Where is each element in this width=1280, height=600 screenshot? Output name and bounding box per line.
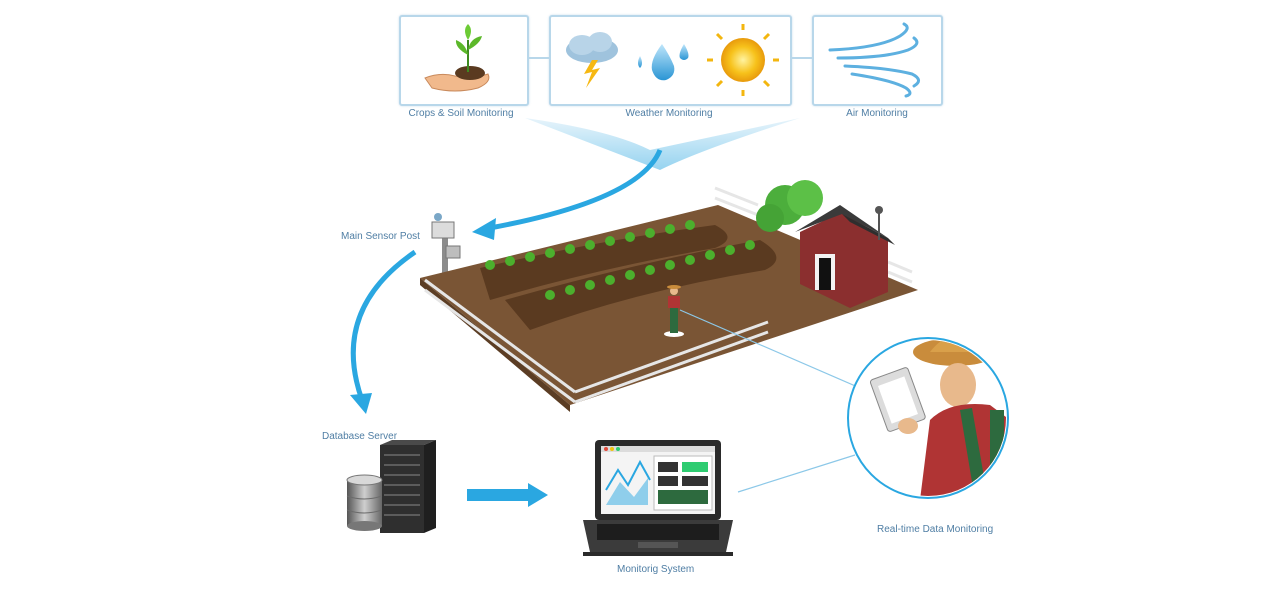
weather-icons xyxy=(566,24,779,96)
sensor-post-label: Main Sensor Post xyxy=(341,231,420,242)
wind-icon xyxy=(828,22,920,98)
farmer-in-field xyxy=(664,285,684,337)
connection-lines xyxy=(679,309,861,493)
air-label: Air Monitoring xyxy=(846,108,908,119)
weather-label: Weather Monitoring xyxy=(625,108,713,119)
data-flow-funnel xyxy=(525,118,800,170)
flow-arrows xyxy=(350,148,663,401)
air-panel xyxy=(812,15,943,106)
tree xyxy=(756,180,823,232)
database-server-label: Database Server xyxy=(322,431,398,442)
plant-in-hand-icon xyxy=(424,24,490,92)
crops-soil-label: Crops & Soil Monitoring xyxy=(408,108,514,119)
monitoring-system-label: Monitorig System xyxy=(617,564,695,575)
server-to-system-arrow xyxy=(467,483,548,507)
laptop-icon xyxy=(583,440,733,556)
database-server-icon xyxy=(346,440,436,533)
realtime-monitoring-circle xyxy=(847,337,1009,499)
barn xyxy=(795,205,895,308)
realtime-label: Real-time Data Monitoring xyxy=(877,524,994,535)
sensor-post xyxy=(431,213,461,280)
